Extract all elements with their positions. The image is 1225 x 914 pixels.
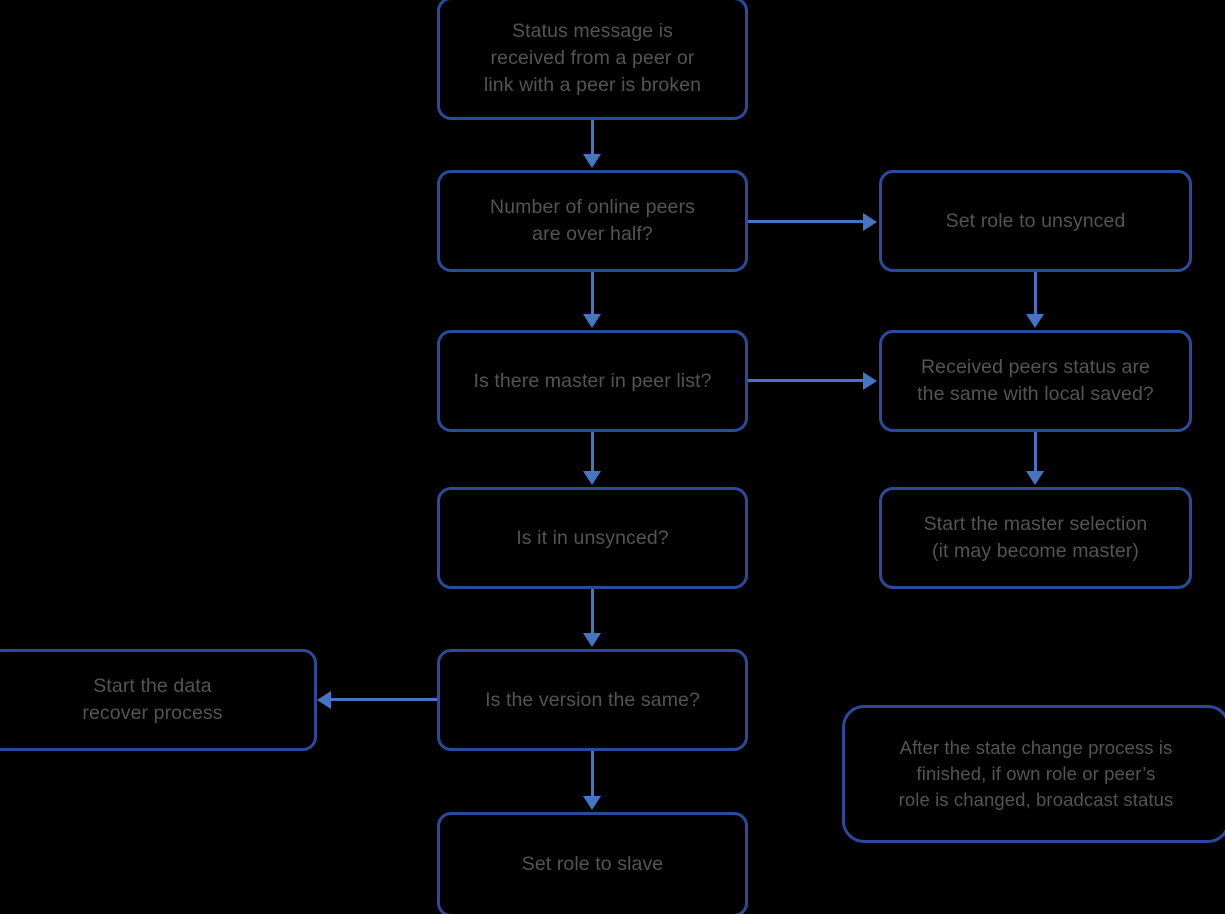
node-label: Status message is received from a peer o… — [483, 20, 702, 96]
node-is-version-the-same[interactable]: Is the version the same? — [437, 649, 748, 751]
connector-is-unsynced-to-version-same — [591, 589, 594, 635]
connector-status-to-online-peers — [591, 120, 594, 156]
node-label: Number of online peers are over half? — [490, 196, 695, 245]
node-label: Is the version the same? — [485, 688, 700, 711]
connector-master-in-list-to-is-unsynced — [591, 432, 594, 473]
connector-received-status-to-master-selection — [1034, 432, 1037, 473]
node-master-in-peer-list[interactable]: Is there master in peer list? — [437, 330, 748, 432]
node-is-it-in-unsynced[interactable]: Is it in unsynced? — [437, 487, 748, 589]
node-label: Is it in unsynced? — [516, 526, 669, 549]
connector-version-same-to-set-slave — [591, 751, 594, 798]
connector-set-unsynced-to-received-status — [1034, 272, 1037, 316]
arrowhead-master-in-list-to-received-status — [863, 372, 877, 390]
arrowhead-master-in-list-to-is-unsynced — [583, 471, 601, 485]
arrowhead-status-to-online-peers — [583, 154, 601, 168]
node-online-peers-over-half[interactable]: Number of online peers are over half? — [437, 170, 748, 272]
arrowhead-set-unsynced-to-received-status — [1026, 314, 1044, 328]
node-label: Is there master in peer list? — [473, 369, 712, 392]
node-set-role-to-unsynced[interactable]: Set role to unsynced — [879, 170, 1192, 272]
connector-version-same-to-data-recover — [331, 698, 437, 701]
node-broadcast-status-note[interactable]: After the state change process is finish… — [842, 705, 1225, 843]
arrowhead-is-unsynced-to-version-same — [583, 633, 601, 647]
node-label: Start the data recover process — [82, 675, 223, 724]
arrowhead-version-same-to-set-slave — [583, 796, 601, 810]
connector-online-peers-to-set-unsynced — [748, 220, 865, 223]
arrowhead-received-status-to-master-selection — [1026, 471, 1044, 485]
node-start-data-recover-process[interactable]: Start the data recover process — [0, 649, 317, 751]
node-received-peers-status-same[interactable]: Received peers status are the same with … — [879, 330, 1192, 432]
node-label: Received peers status are the same with … — [917, 356, 1154, 405]
arrowhead-version-same-to-data-recover — [317, 691, 331, 709]
node-set-role-to-slave[interactable]: Set role to slave — [437, 812, 748, 914]
node-label: Set role to slave — [521, 853, 664, 875]
connector-online-peers-to-master-in-list — [591, 272, 594, 316]
node-label: Start the master selection (it may becom… — [923, 513, 1148, 562]
arrowhead-online-peers-to-master-in-list — [583, 314, 601, 328]
connector-master-in-list-to-received-status — [748, 379, 865, 382]
node-label: Set role to unsynced — [945, 209, 1126, 232]
node-status-message[interactable]: Status message is received from a peer o… — [437, 0, 748, 120]
node-start-master-selection[interactable]: Start the master selection (it may becom… — [879, 487, 1192, 589]
node-label: After the state change process is finish… — [898, 737, 1174, 810]
arrowhead-online-peers-to-set-unsynced — [863, 213, 877, 231]
